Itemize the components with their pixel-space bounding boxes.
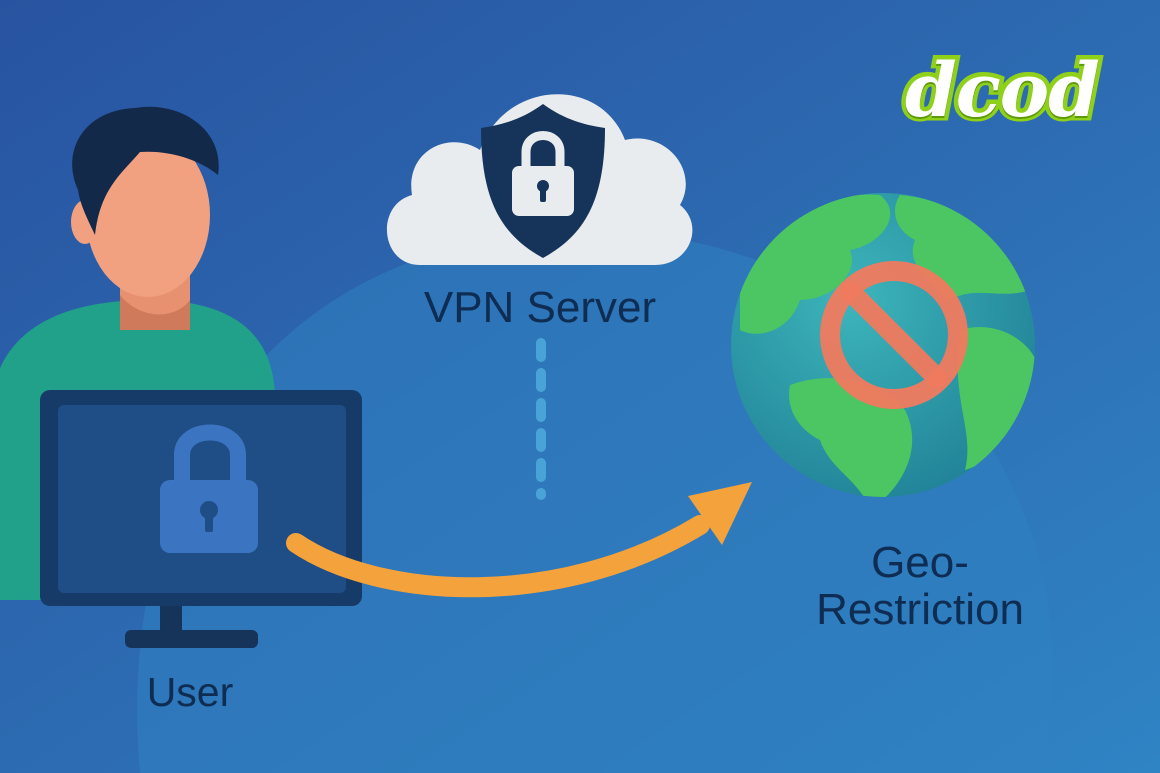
curved-arrow-icon	[286, 482, 752, 598]
brand-logo: dcod	[901, 44, 1105, 139]
padlock-icon	[160, 424, 258, 553]
prohibited-icon	[820, 261, 968, 409]
geo-restriction-label-line1: Geo-	[871, 538, 969, 587]
user-label: User	[146, 669, 234, 715]
shield-lock-icon	[481, 104, 605, 258]
vpn-server-label: VPN Server	[423, 283, 657, 332]
geo-restriction-label: Geo- Restriction	[740, 538, 1100, 634]
globe-icon	[731, 193, 1035, 497]
geo-restriction-label-line2: Restriction	[816, 584, 1024, 634]
